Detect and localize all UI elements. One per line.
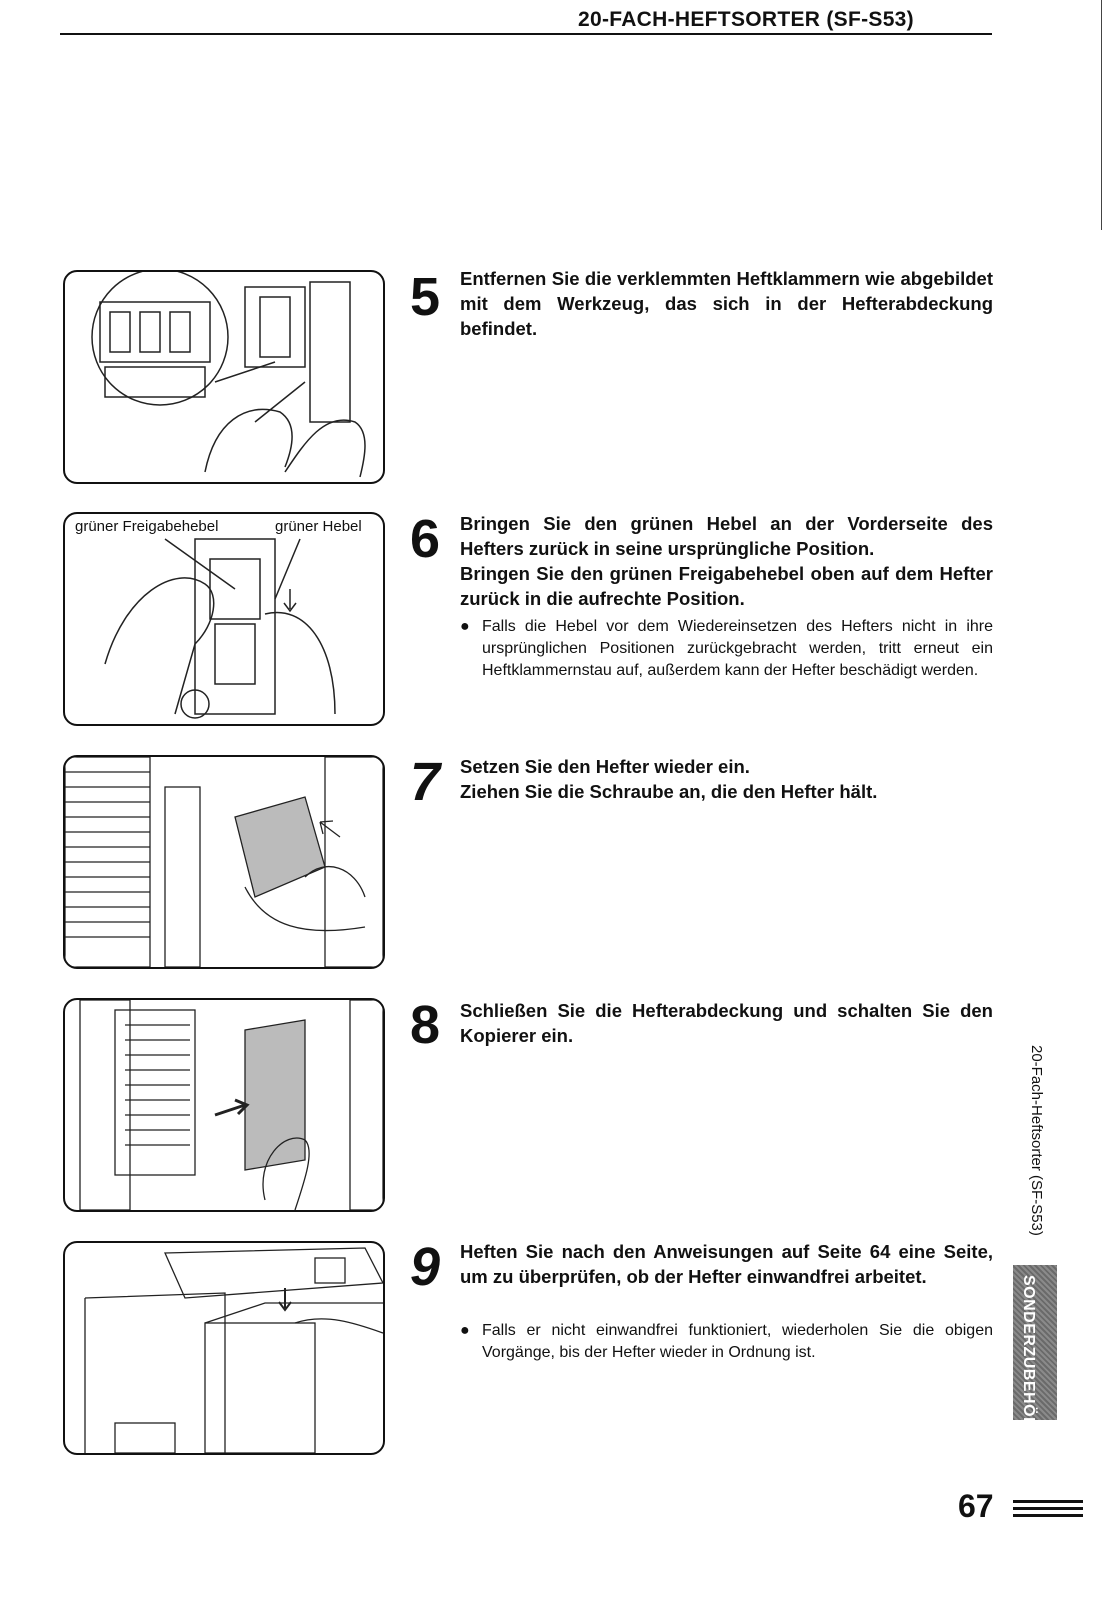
step-5-line: Entfernen Sie die verklemmten Heftklamme…: [460, 268, 993, 339]
step-9-line: Heften Sie nach den Anweisungen auf Seit…: [460, 1241, 993, 1287]
figure-step-8: [63, 998, 385, 1212]
section-tab: SONDERZUBEHÖR: [1013, 1265, 1057, 1429]
section-tab-label: SONDERZUBEHÖR: [1020, 1275, 1037, 1430]
step-7-line-1: Setzen Sie den Hefter wieder ein.: [460, 756, 750, 777]
step-9-note: ● Falls er nicht einwandfrei funktionier…: [460, 1320, 993, 1364]
figure-step-5: [63, 270, 385, 484]
bullet-icon: ●: [460, 618, 470, 635]
step-number-9: 9: [410, 1237, 441, 1297]
step-number-5: 5: [410, 267, 441, 327]
stapler-removal-illustration: [91, 272, 366, 478]
section-side-label: 20-Fach-Heftsorter (SF-S53): [1028, 1045, 1045, 1236]
step-6-note: ● Falls die Hebel vor dem Wiedereinsetze…: [460, 616, 993, 682]
step-6-text: Bringen Sie den grünen Hebel an der Vord…: [460, 511, 993, 611]
lever-label: grüner Hebel: [273, 518, 364, 535]
step-6-line-2: Bringen Sie den grünen Freigabehebel obe…: [460, 563, 993, 609]
step-number-6: 6: [410, 509, 441, 569]
bullet-icon: ●: [460, 1322, 470, 1339]
step-6-line-1: Bringen Sie den grünen Hebel an der Vord…: [460, 513, 993, 559]
page-bar-middle: [1013, 1507, 1083, 1510]
edge-line: [1101, 0, 1102, 230]
release-lever-label: grüner Freigabehebel: [73, 518, 221, 535]
step-number-7: 7: [410, 752, 441, 812]
reinsert-stapler-illustration: [65, 757, 383, 967]
step-7-text: Setzen Sie den Hefter wieder ein. Ziehen…: [460, 754, 993, 804]
page-bar-top: [1013, 1500, 1083, 1503]
step-8-line: Schließen Sie die Hefterabdeckung und sc…: [460, 1000, 993, 1046]
step-9-note-text: Falls er nicht einwandfrei funktioniert,…: [482, 1322, 993, 1361]
test-staple-illustration: [84, 1247, 383, 1453]
step-8-text: Schließen Sie die Hefterabdeckung und sc…: [460, 998, 993, 1048]
page-number: 67: [958, 1488, 994, 1524]
step-5-text: Entfernen Sie die verklemmten Heftklamme…: [460, 266, 993, 341]
step-6-note-text: Falls die Hebel vor dem Wiedereinsetzen …: [482, 618, 993, 679]
step-7-line-2: Ziehen Sie die Schraube an, die den Heft…: [460, 781, 878, 802]
lever-reset-illustration: [104, 538, 336, 719]
figure-step-6: grüner Freigabehebel grüner Hebel: [63, 512, 385, 726]
page-title: 20-FACH-HEFTSORTER (SF-S53): [578, 8, 914, 31]
step-number-8: 8: [410, 995, 441, 1055]
page-bar-bottom: [1013, 1514, 1083, 1517]
figure-step-7: [63, 755, 385, 969]
step-9-text: Heften Sie nach den Anweisungen auf Seit…: [460, 1239, 993, 1289]
close-cover-illustration: [79, 1000, 383, 1210]
figure-step-9: [63, 1241, 385, 1455]
header-rule: [60, 33, 992, 35]
